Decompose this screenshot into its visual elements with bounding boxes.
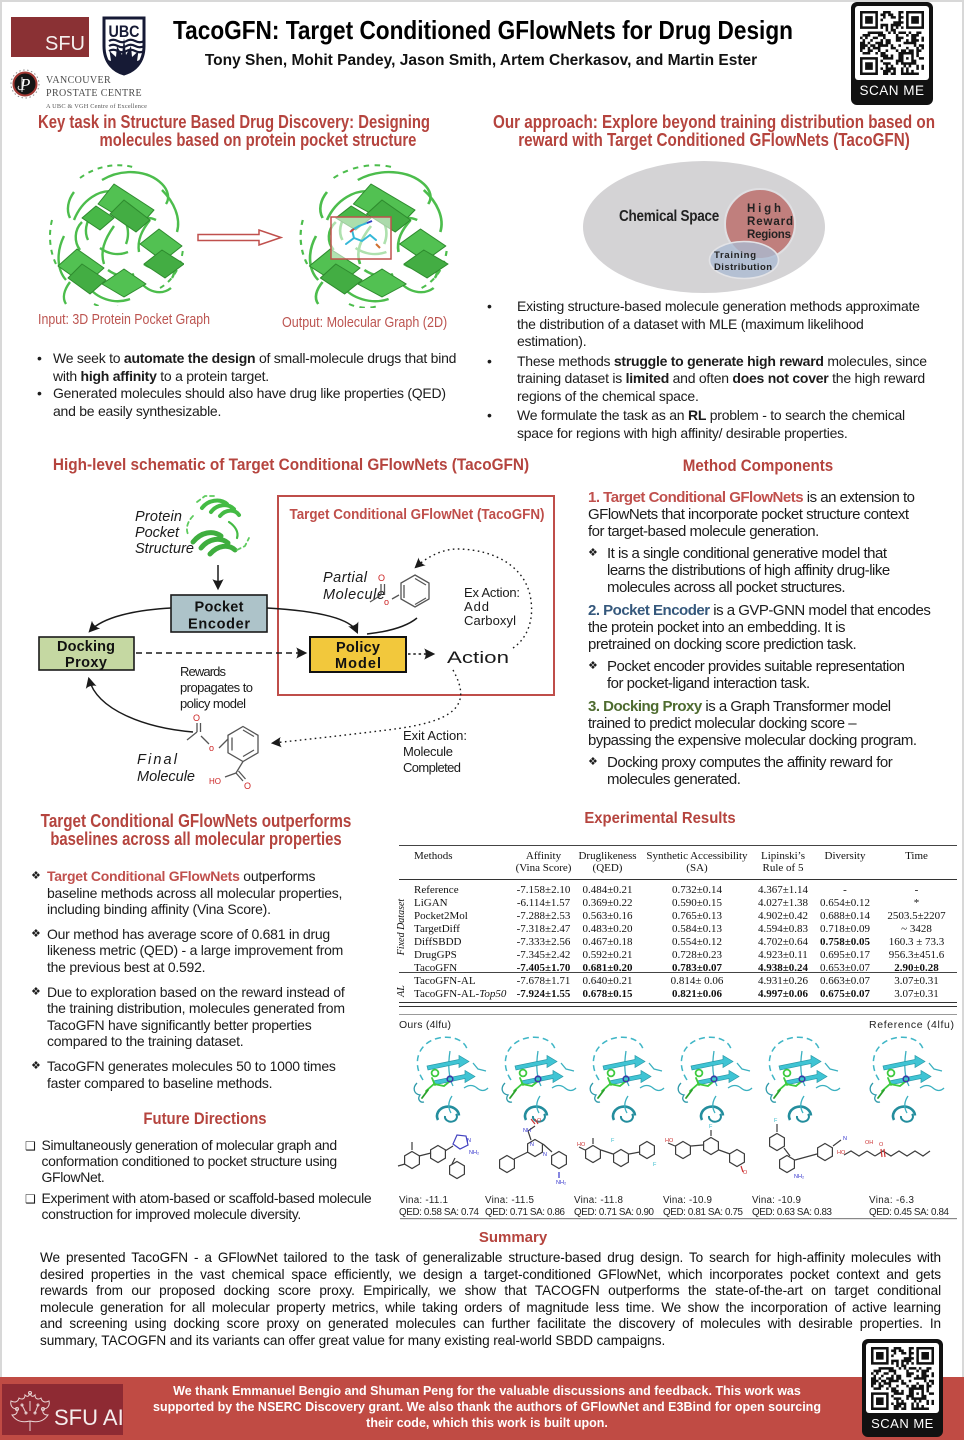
svg-text:Ex Action:: Ex Action: xyxy=(464,585,520,600)
svg-text:Pocket: Pocket xyxy=(135,525,180,541)
svg-text:Training: Training xyxy=(714,250,756,261)
svg-text:O: O xyxy=(537,1118,542,1124)
svg-text:Policy: Policy xyxy=(336,640,380,656)
svg-text:Vina: -11.5: Vina: -11.5 xyxy=(485,1195,535,1206)
svg-text:Vina: -11.1: Vina: -11.1 xyxy=(399,1195,448,1206)
svg-text:O: O xyxy=(378,573,385,583)
svg-text:F: F xyxy=(709,1124,713,1130)
svg-text:Completed: Completed xyxy=(403,760,461,775)
svg-text:QED: 0.58 SA: 0.74: QED: 0.58 SA: 0.74 xyxy=(399,1207,480,1218)
svg-text:O: O xyxy=(193,713,200,723)
svg-text:Molecule: Molecule xyxy=(323,587,385,603)
svg-text:N: N xyxy=(467,1138,471,1144)
svg-text:NH: NH xyxy=(523,1128,531,1134)
svg-text:QED: 0.71 SA: 0.90: QED: 0.71 SA: 0.90 xyxy=(574,1207,655,1218)
svg-text:Pocket: Pocket xyxy=(195,600,244,616)
svg-text:Vina: -10.9: Vina: -10.9 xyxy=(663,1195,712,1206)
svg-text:Structure: Structure xyxy=(135,541,194,557)
svg-text:Docking: Docking xyxy=(57,639,115,655)
svg-text:Molecule: Molecule xyxy=(137,769,195,785)
svg-text:Proxy: Proxy xyxy=(65,655,107,671)
svg-text:OH: OH xyxy=(865,1140,873,1146)
svg-text:NH₂: NH₂ xyxy=(469,1150,479,1156)
svg-text:Add: Add xyxy=(464,599,489,614)
svg-text:Carboxyl: Carboxyl xyxy=(464,613,516,628)
svg-text:Reference (4lfu): Reference (4lfu) xyxy=(869,1019,954,1031)
svg-text:policy model: policy model xyxy=(180,696,246,711)
svg-text:HO: HO xyxy=(665,1138,674,1144)
svg-text:Final: Final xyxy=(137,752,178,768)
svg-text:Ours (4lfu): Ours (4lfu) xyxy=(399,1019,451,1031)
svg-text:Rewards: Rewards xyxy=(180,664,227,679)
svg-text:NH₂: NH₂ xyxy=(556,1180,566,1186)
svg-text:F: F xyxy=(611,1138,615,1144)
svg-text:Action: Action xyxy=(447,649,509,667)
svg-text:NH₂: NH₂ xyxy=(794,1174,804,1180)
svg-text:Target Conditional GFlowNet (T: Target Conditional GFlowNet (TacoGFN) xyxy=(290,507,545,523)
svg-text:Chemical Space: Chemical Space xyxy=(619,208,720,225)
svg-text:QED: 0.71 SA: 0.86: QED: 0.71 SA: 0.86 xyxy=(485,1207,566,1218)
svg-text:Exit Action:: Exit Action: xyxy=(403,728,467,743)
svg-text:UBC: UBC xyxy=(109,22,140,41)
svg-text:F: F xyxy=(653,1162,657,1168)
svg-text:o: o xyxy=(384,597,389,607)
svg-text:o: o xyxy=(209,743,214,753)
svg-text:N: N xyxy=(843,1136,847,1142)
svg-text:QED: 0.81 SA: 0.75: QED: 0.81 SA: 0.75 xyxy=(663,1207,744,1218)
svg-text:Model: Model xyxy=(335,656,381,672)
svg-text:HO: HO xyxy=(577,1142,586,1148)
svg-text:P: P xyxy=(19,75,30,94)
svg-text:N: N xyxy=(530,1142,534,1148)
svg-text:Partial: Partial xyxy=(323,570,368,586)
svg-text:Encoder: Encoder xyxy=(188,617,250,633)
svg-text:Vina: -11.8: Vina: -11.8 xyxy=(574,1195,624,1206)
svg-text:O: O xyxy=(879,1142,884,1148)
svg-text:Distribution: Distribution xyxy=(714,262,772,273)
svg-text:HO: HO xyxy=(837,1150,846,1156)
svg-text:O: O xyxy=(244,781,251,791)
svg-text:HO: HO xyxy=(209,777,221,786)
svg-text:Vina: -6.3: Vina: -6.3 xyxy=(869,1195,915,1206)
svg-text:F: F xyxy=(774,1118,778,1124)
svg-text:Regions: Regions xyxy=(747,229,791,241)
svg-text:Protein: Protein xyxy=(135,509,182,525)
svg-text:Molecule: Molecule xyxy=(403,744,453,759)
svg-text:Reward: Reward xyxy=(747,216,793,228)
svg-text:QED: 0.45 SA: 0.84: QED: 0.45 SA: 0.84 xyxy=(869,1207,950,1218)
svg-text:O: O xyxy=(743,1170,748,1176)
svg-text:propagates to: propagates to xyxy=(180,680,253,695)
svg-text:Vina: -10.9: Vina: -10.9 xyxy=(752,1195,801,1206)
svg-text:High: High xyxy=(747,203,781,215)
svg-text:QED: 0.63 SA: 0.83: QED: 0.63 SA: 0.83 xyxy=(752,1207,833,1218)
svg-text:N: N xyxy=(543,1152,547,1158)
